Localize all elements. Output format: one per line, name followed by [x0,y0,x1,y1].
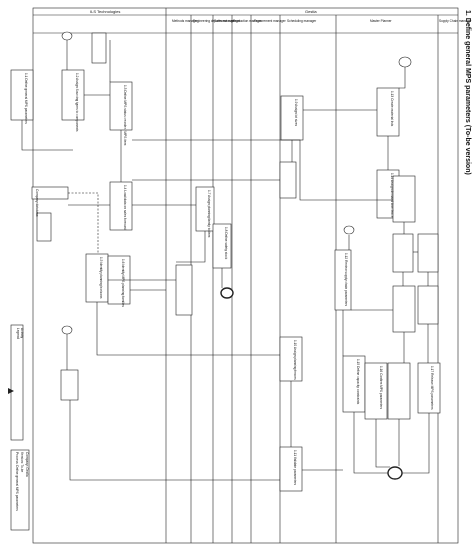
step-label: 1.14 Assign demand time fence [390,173,394,218]
legend-title: Legend [16,328,20,339]
legend-arrow-icon [8,388,14,394]
info-company: Company: Gestla [25,452,29,477]
info-box [10,449,30,531]
step-label: 1.9 Assign lot sizes [294,99,298,127]
step-label: 1.15 Define capacity constraints [356,359,360,405]
diagram-frame [32,7,459,544]
activity-box [109,181,133,231]
step-label: 1.6 Identify MPS planning families [121,259,125,307]
step-label: 1.12 Review supply chain parameters [344,253,348,307]
activity-box [279,161,297,199]
activity-box [279,336,303,382]
step-label: 1.5 Identify planning horizons [99,257,103,299]
activity-box [392,175,416,223]
activity-box [280,95,304,141]
start-event-scheduling [343,225,355,235]
lane-methods: Methods manager [172,19,199,23]
lane-engineering: Engineering department manager [193,19,241,23]
activity-box [392,285,416,333]
org-left-label: ILS Technologies [90,9,120,14]
lane-sales: Sales manager [214,19,236,23]
info-version: Version: To-be [20,452,24,473]
start-event-ils-2 [61,325,73,335]
org-right-label: Gestla [305,9,317,14]
database-5 [60,369,79,401]
start-event-ils [61,31,73,41]
step-label: 1.10 Assign planning fences [293,340,297,380]
info-process: Process: Define general MPS parameters [15,452,19,511]
legend-box [10,324,24,441]
step-label: 1.2 Assign Sourcing types to components [75,73,79,132]
activity-box [279,446,303,492]
start-event [398,56,412,68]
database-4 [175,264,193,316]
legend-item: Activity [20,328,24,339]
step-label: 1.11 Validate parameters [293,450,297,486]
step-label: 1.1 Define general MPS parameters [24,73,28,124]
step-label: 1.13 Create material lists [390,91,394,127]
step-label: 1.3 Define MPS status: reorder / MPS ite… [123,85,127,146]
step-label: 1.16 Confirm MPS parameters [379,366,383,409]
diagram-title: 1. Define general MPS parameters (To-be … [464,10,471,175]
lane-master-planner: Master Planner [370,19,393,23]
lane-scheduling: Scheduling manager [287,19,317,23]
step-label: 1.7 Assign planning family to item [207,190,211,238]
activity-box [417,285,439,325]
end-event-1 [220,287,234,299]
step-label: 1.4 Load data on sales forecast [123,185,127,230]
activity-box [85,253,109,303]
activity-box [417,233,439,273]
end-event-2 [387,466,403,480]
lane-supply-chain: Supply Chain manager [439,19,472,23]
database-label: Company database [35,189,39,217]
lane-procurement: Procurement manager [254,19,287,23]
activity-box [376,87,400,137]
activity-box [387,362,411,420]
step-label: 1.8 Define safety stock [224,227,228,260]
activity-box [392,233,414,273]
activity-box [342,355,366,413]
database-3 [36,212,52,242]
step-label: 1.17 Release MPS parameters [430,366,434,410]
database-1 [91,32,107,64]
flow-connectors [21,40,430,481]
activity-box [61,69,85,121]
activity-box [10,69,34,121]
activity-box [109,81,133,131]
lane-production: Production manager [233,19,263,23]
activity-box [417,362,441,414]
